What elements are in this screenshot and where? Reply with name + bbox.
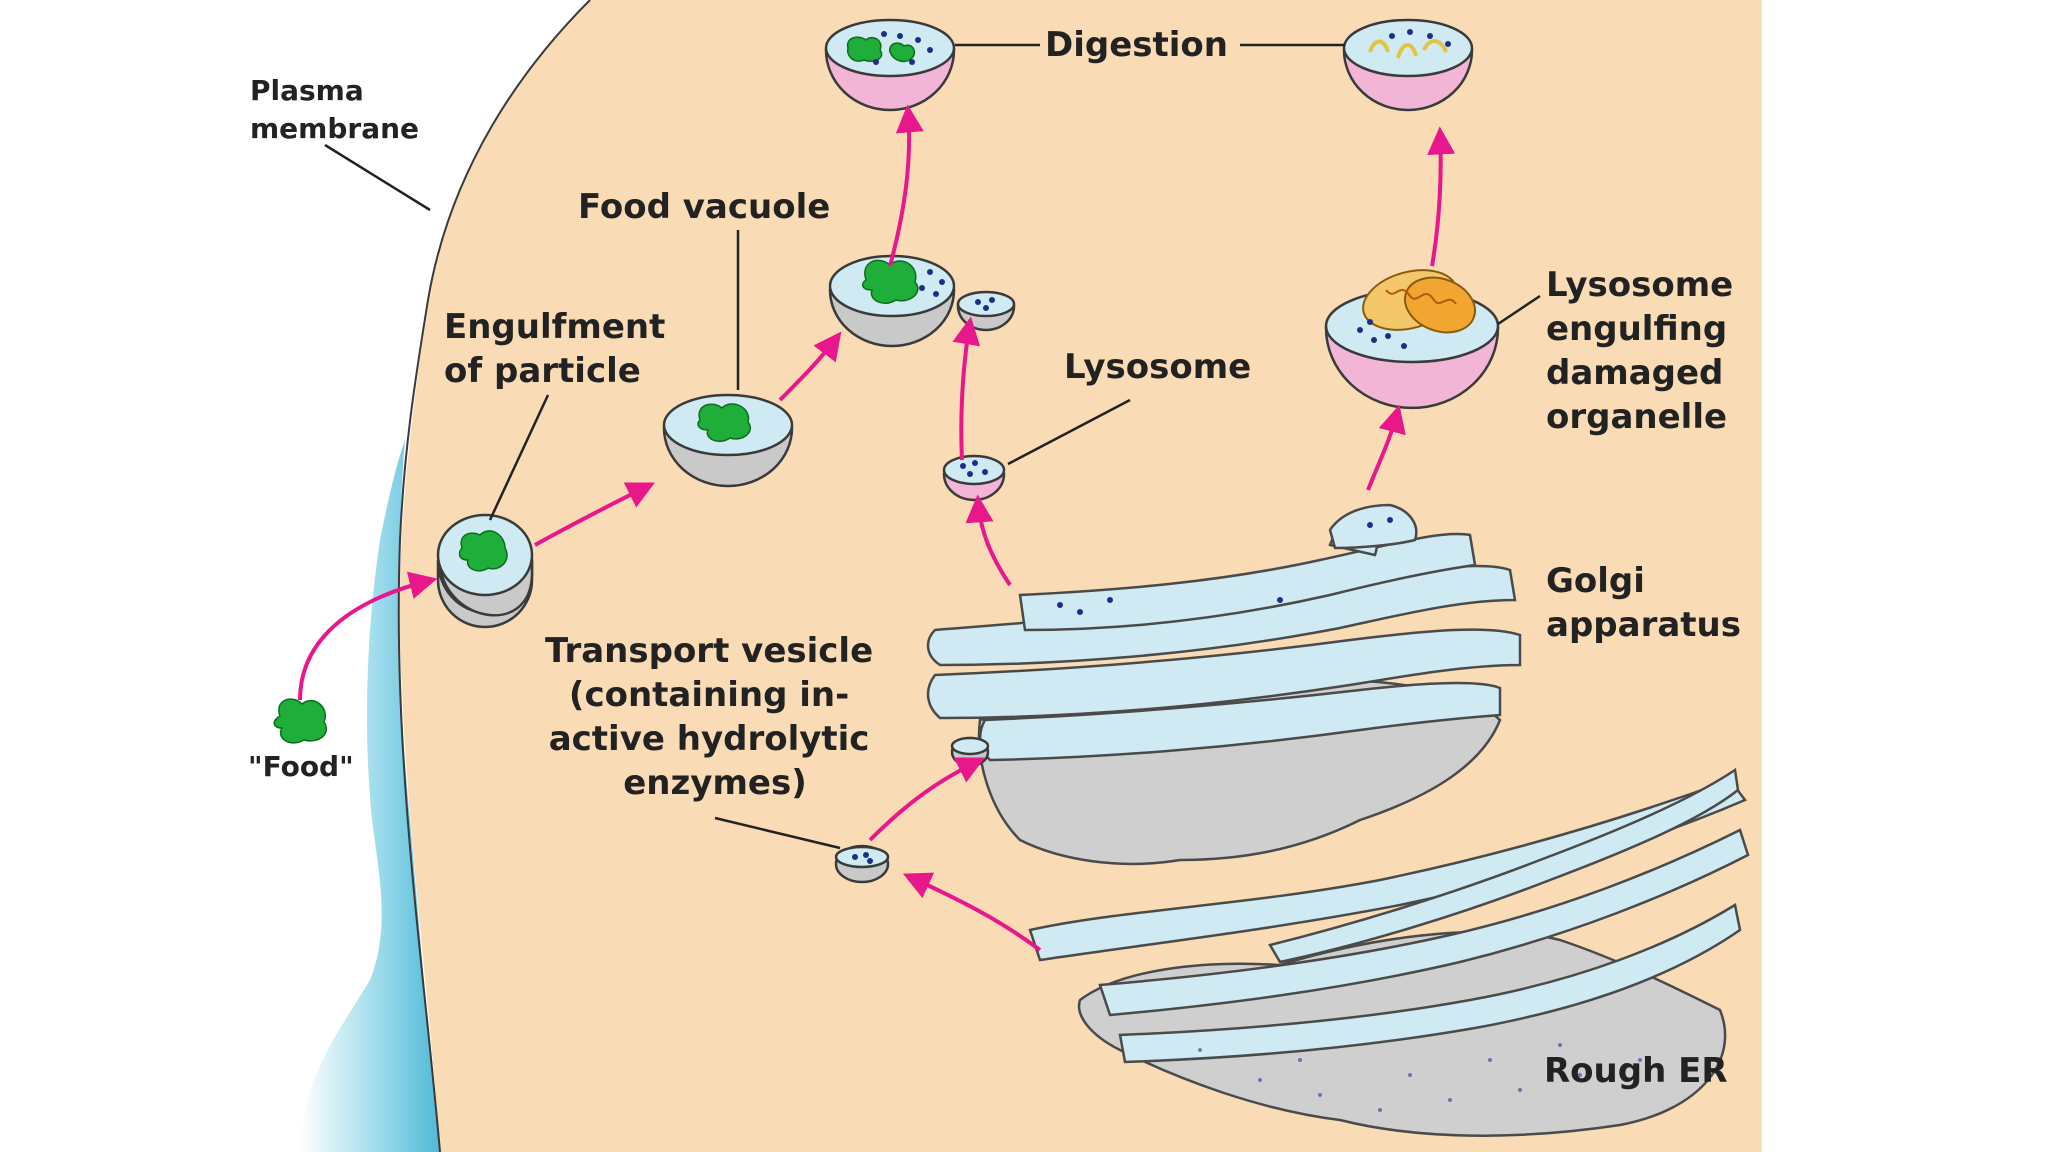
label-transport-vesicle: Transport vesicle (containing in- active… xyxy=(545,631,885,803)
label-food-vacuole: Food vacuole xyxy=(578,187,830,227)
label-transport-vesicle-2: (containing in- xyxy=(569,675,849,715)
label-plasma-membrane: Plasma membrane xyxy=(250,74,419,145)
label-lysosome-engulfing-3: damaged xyxy=(1546,353,1723,393)
engulfment-vesicle xyxy=(436,513,534,629)
label-plasma-membrane-1: Plasma xyxy=(250,74,364,107)
label-golgi: Golgi apparatus xyxy=(1546,561,1741,645)
label-transport-vesicle-4: enzymes) xyxy=(623,763,806,803)
food-particle xyxy=(273,698,327,744)
label-digestion: Digestion xyxy=(1045,25,1228,65)
leader-lines xyxy=(324,43,1541,850)
label-lysosome-engulfing-1: Lysosome xyxy=(1546,265,1733,305)
label-rough-er: Rough ER xyxy=(1544,1051,1728,1091)
digestion-vesicle-food xyxy=(824,18,956,112)
label-food: "Food" xyxy=(248,750,354,783)
digestion-vesicle-organelle xyxy=(1342,18,1474,112)
label-engulfment-2: of particle xyxy=(444,351,641,391)
flow-arrows xyxy=(298,104,1456,952)
label-engulfment: Engulfment of particle xyxy=(444,307,677,391)
label-transport-vesicle-3: active hydrolytic xyxy=(549,719,870,759)
label-engulfment-1: Engulfment xyxy=(444,307,665,347)
lysosome-engulfing-organelle xyxy=(1324,269,1500,410)
transport-vesicle-budding xyxy=(950,736,990,768)
label-lysosome-engulfing-2: engulfing xyxy=(1546,309,1727,349)
food-vacuole xyxy=(662,393,794,488)
golgi-apparatus xyxy=(926,503,1522,866)
transport-vesicle xyxy=(834,844,890,884)
label-transport-vesicle-1: Transport vesicle xyxy=(545,631,873,671)
rough-er xyxy=(1028,767,1750,1137)
mitochondrion xyxy=(1362,269,1476,334)
membrane-edge xyxy=(397,0,591,1152)
plasma-membrane xyxy=(300,440,440,1152)
label-golgi-1: Golgi xyxy=(1546,561,1645,601)
label-golgi-2: apparatus xyxy=(1546,605,1741,645)
label-lysosome-engulfing-4: organelle xyxy=(1546,397,1727,437)
vacuole-lysosome-fusion xyxy=(828,254,1016,348)
label-plasma-membrane-2: membrane xyxy=(250,112,419,145)
label-lysosome-engulfing: Lysosome engulfing damaged organelle xyxy=(1546,265,1745,437)
lysosome xyxy=(942,454,1006,502)
label-lysosome: Lysosome xyxy=(1064,347,1251,387)
